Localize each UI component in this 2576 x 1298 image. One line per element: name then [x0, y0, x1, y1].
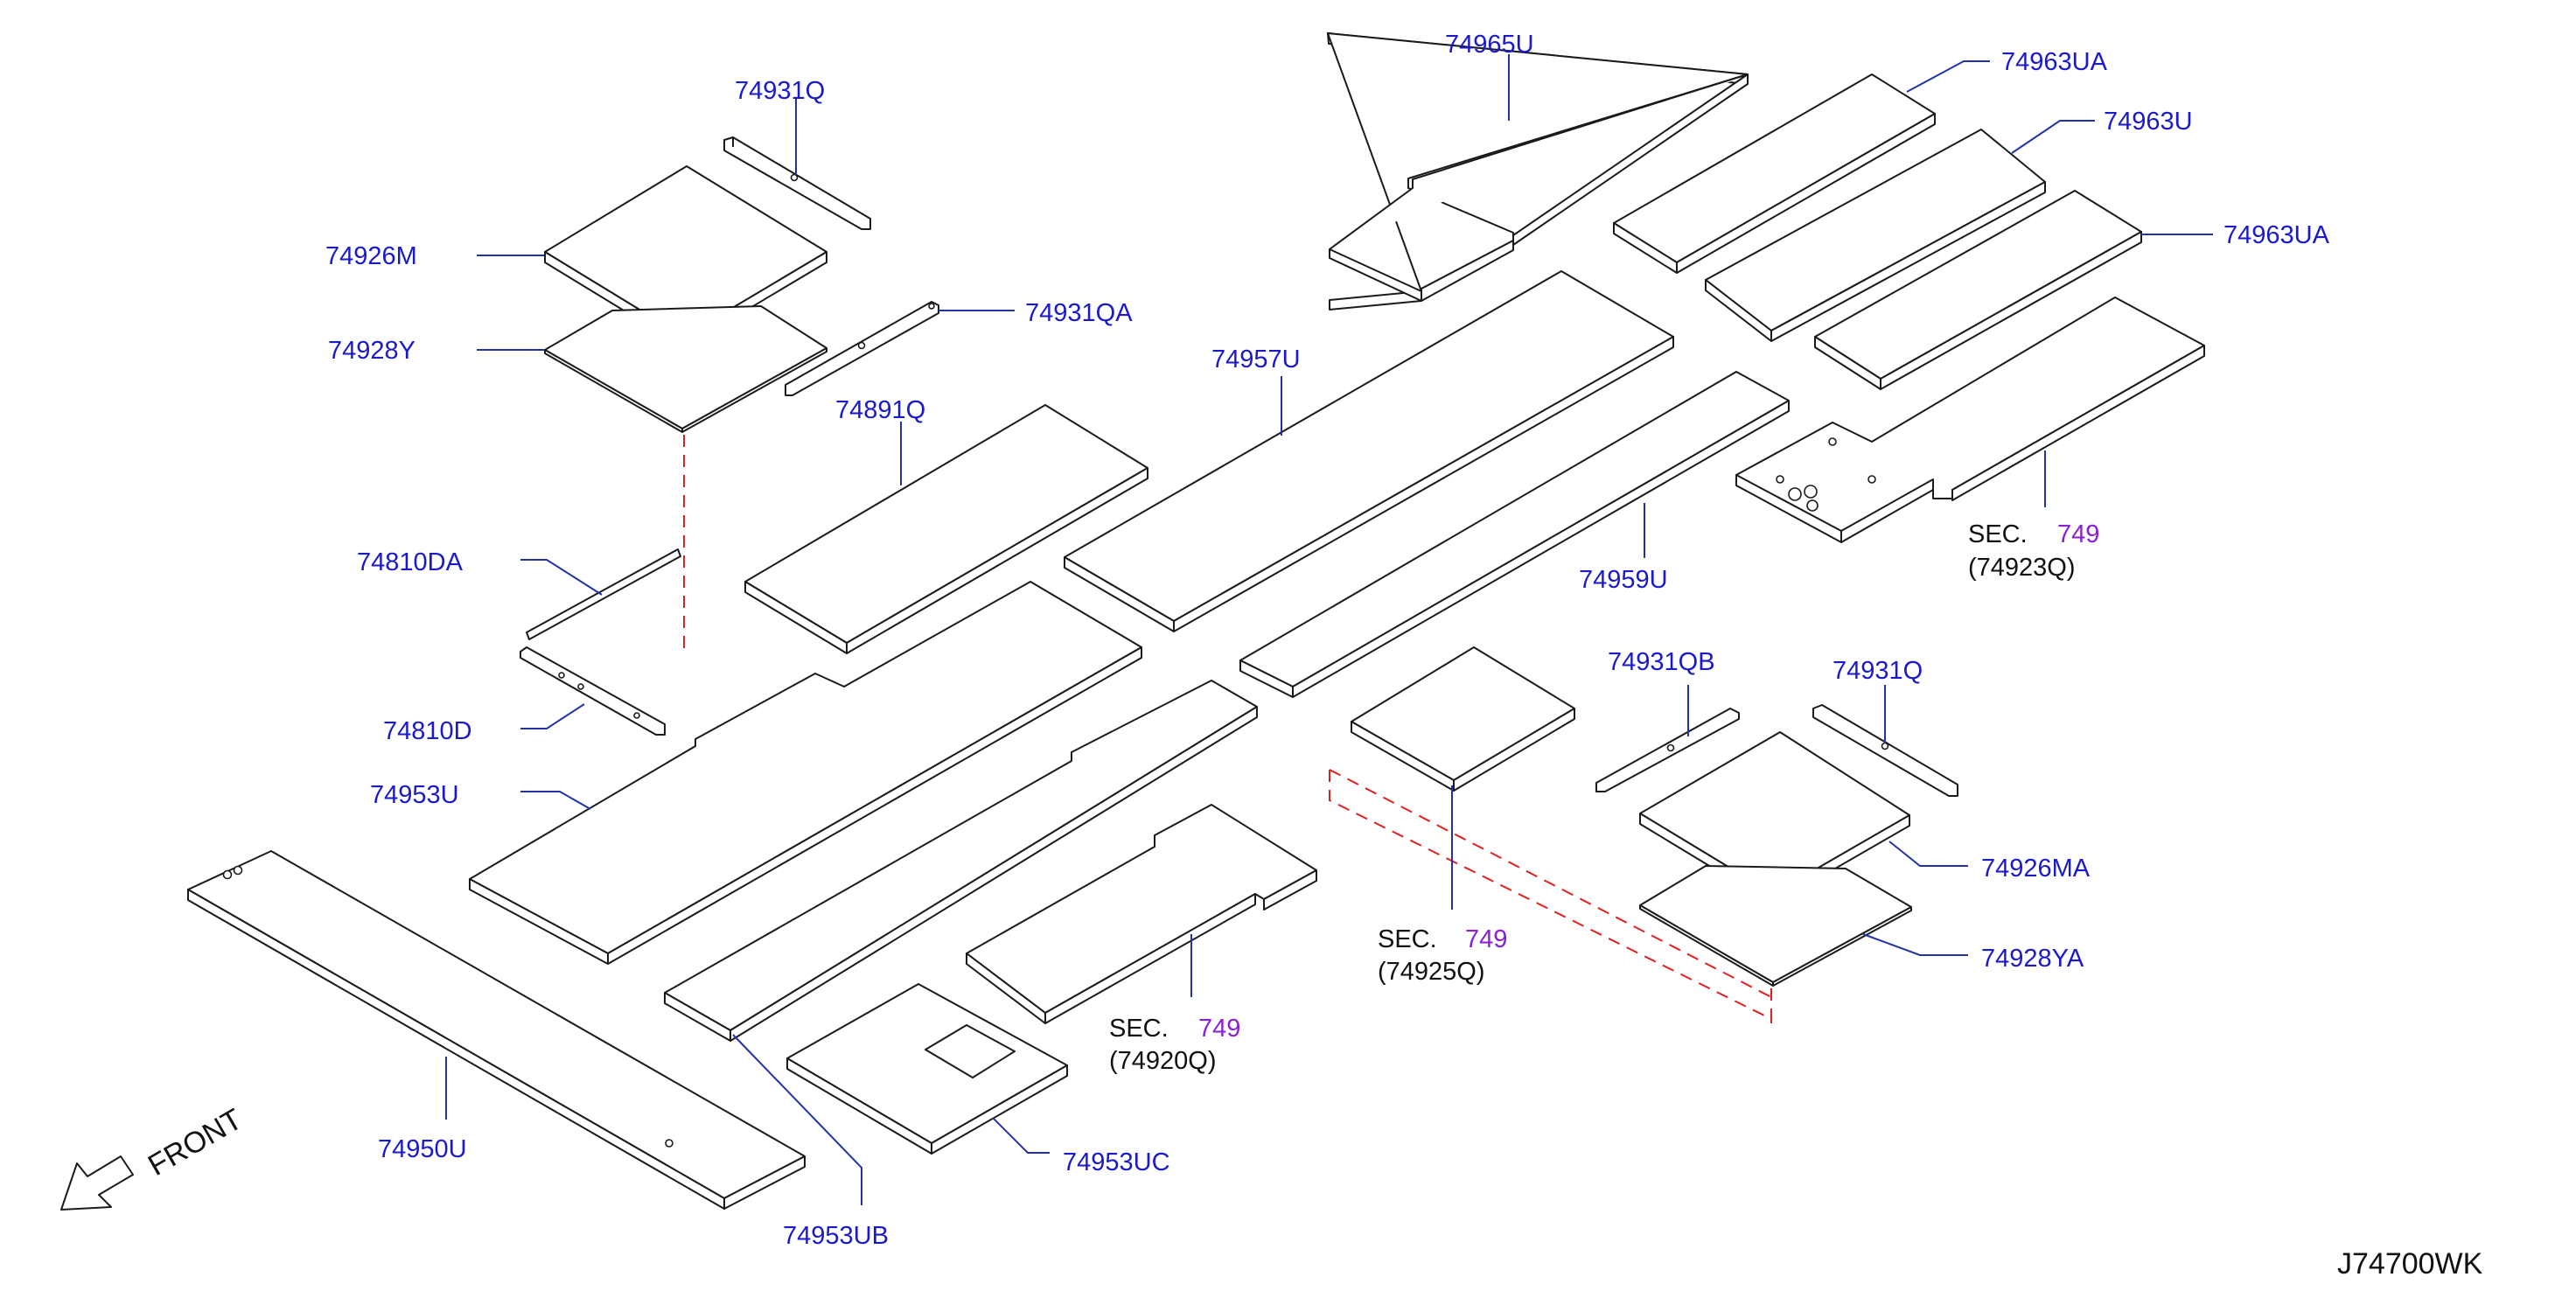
- label-74963UA-top: 74963UA: [2001, 48, 2108, 76]
- section-number: 749: [1198, 1015, 1240, 1043]
- label-74926M: 74926M: [325, 242, 417, 270]
- panel-74963UA-mid: [1814, 190, 2142, 390]
- panel-74925Q: [1351, 646, 1575, 792]
- label-74891Q: 74891Q: [835, 396, 925, 424]
- bracket-74931Q-top: [723, 136, 871, 230]
- section-ref: (74920Q): [1109, 1047, 1217, 1075]
- label-74928Y: 74928Y: [328, 337, 415, 365]
- section-number: 749: [2057, 520, 2099, 548]
- panel-74923Q: [1735, 297, 2205, 543]
- section-ref-74925Q: SEC. 749 (74925Q): [1378, 925, 1507, 986]
- diagram-code: J74700WK: [2337, 1247, 2483, 1281]
- label-74928YA: 74928YA: [1981, 945, 2084, 973]
- panel-74953U: [469, 581, 1142, 965]
- label-74965U: 74965U: [1445, 31, 1534, 59]
- label-74926MA: 74926MA: [1981, 855, 2091, 883]
- panel-74953UB: [664, 680, 1258, 1042]
- alignment-dashes: [683, 435, 1772, 1023]
- section-number: 749: [1465, 925, 1507, 953]
- label-74950U: 74950U: [378, 1135, 467, 1163]
- panel-74891Q: [744, 404, 1148, 654]
- label-74931QB: 74931QB: [1608, 648, 1715, 676]
- section-prefix: SEC.: [1378, 925, 1437, 953]
- section-ref-74920Q: SEC. 749 (74920Q): [1109, 1015, 1240, 1075]
- label-74963U: 74963U: [2104, 108, 2193, 136]
- panel-74920Q: [966, 804, 1317, 1024]
- label-74810D: 74810D: [383, 717, 472, 745]
- panel-74959U: [1239, 371, 1790, 698]
- section-ref: (74925Q): [1378, 958, 1485, 986]
- strip-74810D: [520, 646, 666, 736]
- panel-74953UC: [786, 983, 1068, 1155]
- label-74963UA-mid: 74963UA: [2223, 221, 2330, 249]
- label-74953UB: 74953UB: [783, 1222, 889, 1250]
- panel-74928Y: [544, 305, 827, 433]
- front-label: FRONT: [143, 1102, 248, 1182]
- label-74953UC: 74953UC: [1063, 1148, 1170, 1176]
- front-arrow-icon: [60, 1155, 134, 1211]
- label-74931Q-top: 74931Q: [735, 77, 825, 105]
- leader-lines: [445, 54, 2213, 1205]
- section-ref-74923Q: SEC. 749 (74923Q): [1968, 520, 2099, 582]
- panel-74963U: [1705, 129, 2046, 342]
- section-prefix: SEC.: [1109, 1015, 1169, 1043]
- panel-74965U: [1327, 32, 1749, 311]
- strip-74810DA: [526, 548, 681, 640]
- section-ref: (74923Q): [1968, 554, 2076, 582]
- panel-74957U: [1064, 270, 1674, 632]
- label-74957U: 74957U: [1211, 345, 1301, 373]
- label-74931QA: 74931QA: [1025, 299, 1133, 327]
- bracket-74931QB: [1595, 708, 1740, 792]
- section-prefix: SEC.: [1968, 520, 2028, 548]
- panel-74963UA-top: [1613, 73, 1936, 274]
- panel-74950U: [187, 850, 806, 1210]
- label-74810DA: 74810DA: [357, 548, 464, 576]
- panel-74928YA: [1639, 865, 1912, 987]
- label-74953U: 74953U: [370, 781, 459, 809]
- bracket-74931QA: [785, 301, 939, 396]
- label-74959U: 74959U: [1579, 566, 1668, 594]
- label-74931Q-right: 74931Q: [1833, 657, 1923, 685]
- part-labels: 74965U 74963UA 74963U 74963UA 74931Q 749…: [325, 31, 2330, 1250]
